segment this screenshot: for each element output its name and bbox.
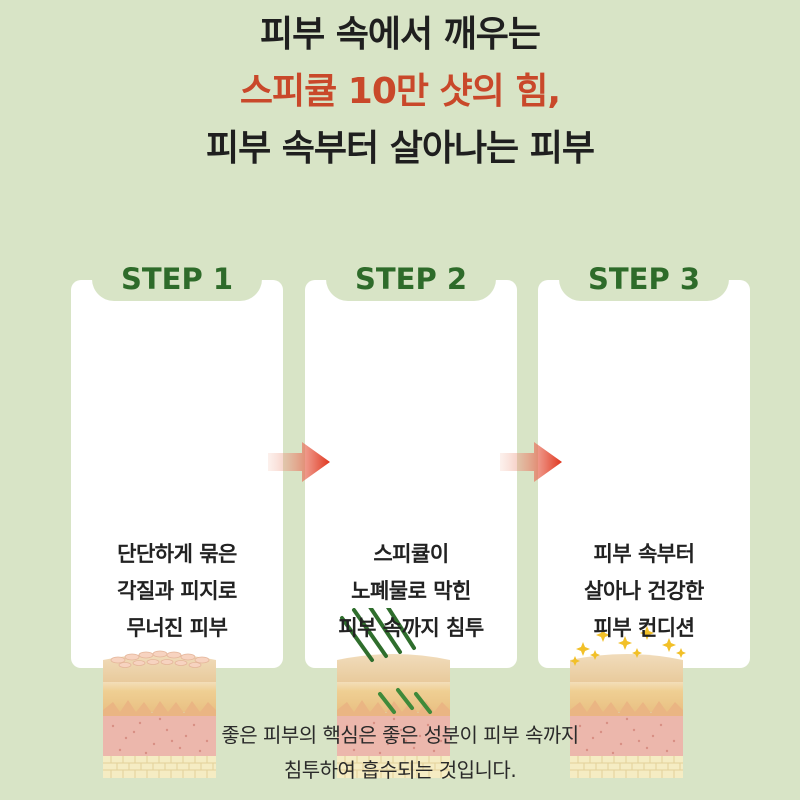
- footer-line-1: 좋은 피부의 핵심은 좋은 성분이 피부 속까지: [221, 723, 579, 747]
- dead-skin-cells-icon: [110, 650, 210, 668]
- step-2-card: 스피큘이 노폐물로 막힌 피부 속까지 침투: [305, 280, 517, 779]
- step-3-line-2: 살아나 건강한: [584, 579, 704, 603]
- step-1-line-3: 무너진 피부: [126, 616, 228, 640]
- headline: 피부 속에서 깨우는 스피큘 10만 샷의 힘, 피부 속부터 살아나는 피부: [0, 6, 800, 177]
- step-3-line-3: 피부 컨디션: [593, 616, 695, 640]
- headline-line-2-accent: 스피큘 10만 샷의 힘,: [239, 71, 561, 112]
- step-1-card: 단단하게 묶은 각질과 피지로 무너진 피부: [71, 280, 283, 779]
- step-2-line-2: 노폐물로 막힌: [351, 579, 471, 603]
- step-2-line-1: 스피큘이: [373, 542, 449, 566]
- arrow-right-icon: [500, 442, 562, 482]
- footer-line-2: 침투하여 흡수되는 것입니다.: [283, 758, 517, 782]
- step-3-card: 피부 속부터 살아나 건강한 피부 컨디션: [538, 280, 750, 779]
- footer-caption: 좋은 피부의 핵심은 좋은 성분이 피부 속까지 침투하여 흡수되는 것입니다.: [0, 718, 800, 788]
- step-2-line-3: 피부 속까지 침투: [338, 616, 484, 640]
- step-3-line-1: 피부 속부터: [593, 542, 695, 566]
- skin-cross-section-icon: [569, 626, 686, 779]
- sparkle-icon: [570, 626, 686, 666]
- headline-line-3: 피부 속부터 살아나는 피부: [206, 128, 595, 169]
- skin-cross-section-icon: [336, 608, 451, 779]
- arrow-right-icon: [268, 442, 330, 482]
- skin-cross-section-icon: [102, 650, 217, 779]
- step-1-line-1: 단단하게 묶은: [117, 542, 237, 566]
- step-3-label: STEP 3: [559, 257, 729, 301]
- step-1-label: STEP 1: [92, 257, 262, 301]
- headline-line-1: 피부 속에서 깨우는: [259, 14, 541, 55]
- spicule-needle-icon: [340, 608, 416, 662]
- step-3-description: 피부 속부터 살아나 건강한 피부 컨디션: [538, 536, 750, 647]
- step-2-label: STEP 2: [326, 257, 496, 301]
- step-1-line-2: 각질과 피지로: [117, 579, 237, 603]
- step-2-description: 스피큘이 노폐물로 막힌 피부 속까지 침투: [305, 536, 517, 647]
- step-1-description: 단단하게 묶은 각질과 피지로 무너진 피부: [71, 536, 283, 647]
